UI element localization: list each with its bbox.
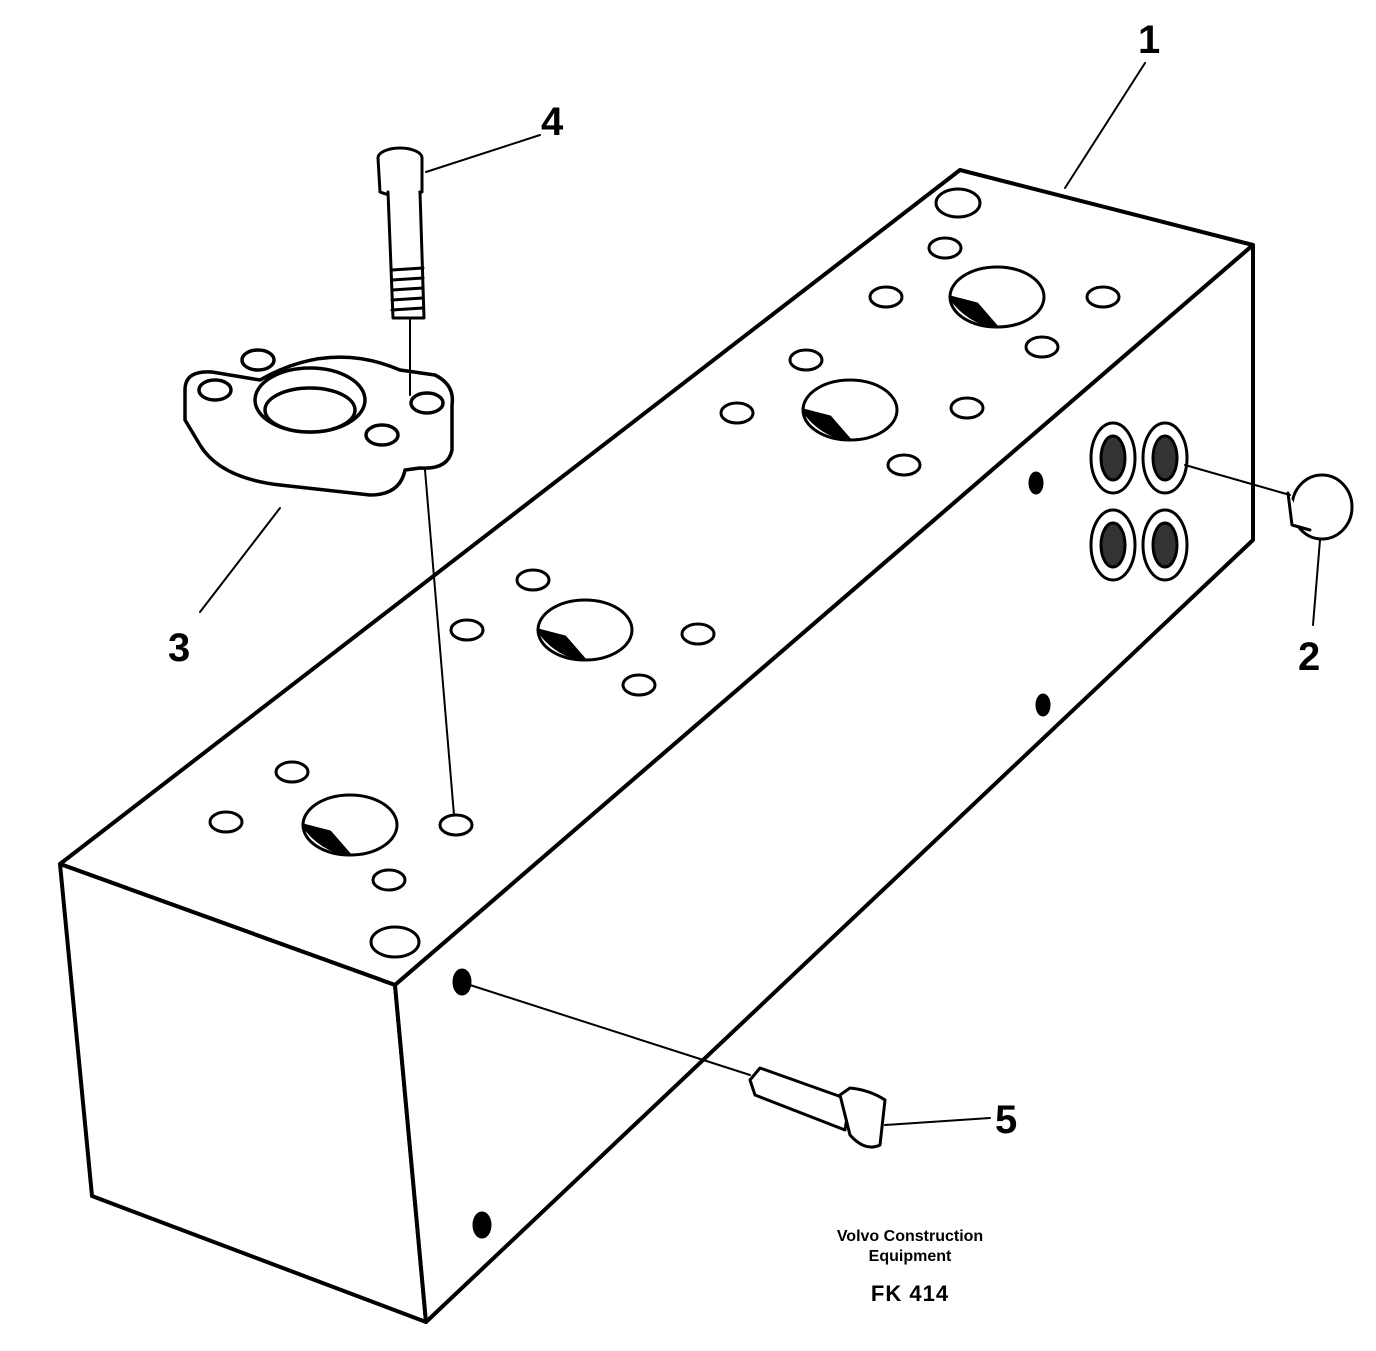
caption-line-1: Volvo Construction	[836, 1228, 984, 1245]
threaded-holes	[208, 236, 1121, 892]
caption-line-2: Equipment	[868, 1248, 952, 1265]
split-flange	[183, 348, 455, 497]
cap-screw	[376, 146, 455, 816]
figure-caption: Volvo Construction Equipment FK 414	[790, 1227, 1030, 1307]
valve-block	[58, 168, 1255, 1324]
leader-lines	[199, 62, 1321, 1126]
plug	[1184, 464, 1354, 541]
callout-2: 2	[1298, 635, 1321, 679]
hex-bolt	[469, 984, 887, 1149]
callout-5: 5	[995, 1098, 1018, 1142]
figure-code: FK 414	[870, 1281, 950, 1306]
dowel-holes	[369, 187, 982, 959]
main-ports	[301, 265, 1046, 857]
callout-1: 1	[1138, 18, 1161, 62]
callout-3: 3	[168, 626, 191, 670]
side-ports	[452, 421, 1189, 1239]
callout-4: 4	[541, 100, 564, 144]
